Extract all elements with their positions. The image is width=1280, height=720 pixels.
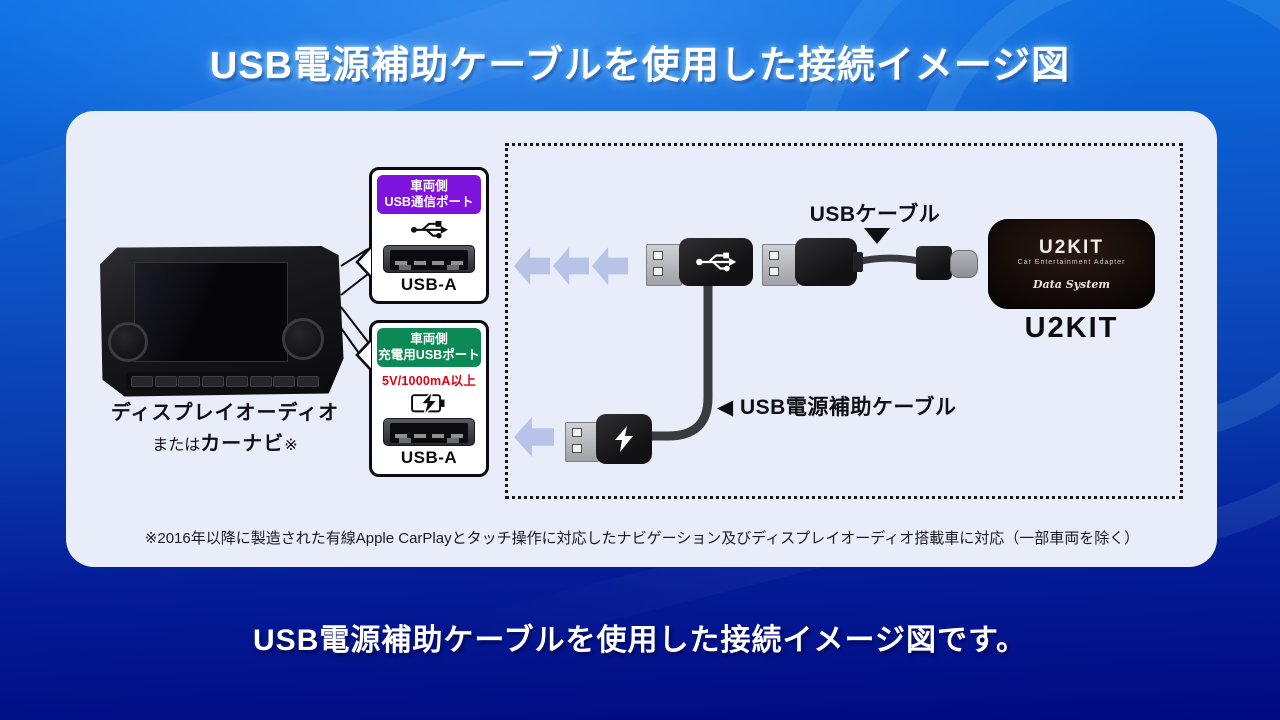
usb-a-plug-metal	[565, 422, 599, 462]
u2kit-device-subtitle: Car Entertainment Adapter	[1017, 258, 1126, 266]
data-port-header: 車両側 USB通信ポート	[377, 175, 481, 214]
aux-cable-label: ◀ USB電源補助ケーブル	[717, 396, 957, 419]
usb-a-plug-body	[795, 238, 857, 286]
u2kit-caption: U2KIT	[1024, 312, 1119, 344]
power-port-header-line1: 車両側	[410, 332, 448, 346]
bolt-icon	[615, 426, 633, 452]
head-unit-label-bold: カーナビ	[200, 433, 285, 455]
footnote: ※2016年以降に製造された有線Apple CarPlayとタッチ操作に対応した…	[144, 530, 1140, 547]
flow-arrows-left	[514, 247, 631, 290]
usb-a-plug-body	[679, 238, 753, 286]
cable-strain-relief	[853, 252, 863, 272]
data-port-callout: 車両側 USB通信ポート USB-A	[369, 167, 489, 304]
u2kit-adapter: U2KIT Car Entertainment Adapter Data Sys…	[988, 219, 1155, 309]
usb-cable-label: USBケーブル	[809, 203, 941, 226]
u2kit-device-name: U2KIT	[1039, 236, 1104, 258]
left-arrow-icon	[514, 247, 550, 285]
power-port-header-line2: 充電用USBポート	[378, 348, 480, 363]
usb-c-plug-body	[916, 246, 952, 280]
page-title: USB電源補助ケーブルを使用した接続イメージ図	[209, 45, 1071, 87]
head-unit-label-line1: ディスプレイオーディオ	[110, 402, 340, 424]
data-port-type: USB-A	[400, 275, 458, 294]
power-port-callout: 車両側 充電用USBポート 5V/1000mA以上 USB-A	[369, 320, 489, 477]
usb-a-receptacle	[383, 245, 475, 273]
display-audio-unit	[100, 246, 346, 398]
power-port-callout-pointer	[355, 339, 372, 371]
power-port-spec: 5V/1000mA以上	[382, 373, 476, 388]
usb-trident-icon	[696, 252, 737, 272]
head-unit-label-note-mark: ※	[284, 437, 298, 454]
power-port-header: 車両側 充電用USBポート	[377, 328, 481, 367]
flow-arrow-bottom	[514, 417, 557, 462]
down-pointer-icon	[864, 228, 890, 244]
kit-contents-dotted-box	[505, 143, 1183, 499]
head-unit-buttons	[126, 372, 324, 390]
usb-a-plug-body	[596, 414, 652, 464]
head-unit-label: ディスプレイオーディオ またはカーナビ※	[85, 396, 365, 456]
usb-trident-icon	[411, 220, 448, 238]
bottom-caption: USB電源補助ケーブルを使用した接続イメージ図です。	[253, 624, 1027, 657]
head-unit-knob	[282, 318, 324, 360]
data-port-header-line2: USB通信ポート	[384, 195, 474, 210]
left-arrow-icon	[592, 247, 628, 285]
usb-a-plug-metal	[762, 244, 798, 286]
battery-charge-icon	[411, 389, 445, 416]
usb-c-plug-tip	[950, 250, 978, 278]
head-unit-label-line2: またはカーナビ※	[85, 427, 365, 456]
usb-a-plug-metal	[646, 244, 682, 286]
left-arrow-icon	[514, 417, 554, 457]
head-unit-knob	[108, 322, 148, 362]
head-unit-label-prefix: または	[152, 437, 201, 454]
datasystem-logo: Data System	[1033, 277, 1110, 291]
data-port-callout-pointer	[355, 246, 372, 278]
head-unit-screen	[134, 262, 288, 362]
data-port-header-line1: 車両側	[410, 179, 448, 193]
left-arrow-icon	[553, 247, 589, 285]
power-port-type: USB-A	[400, 448, 458, 467]
usb-a-receptacle	[383, 418, 475, 446]
